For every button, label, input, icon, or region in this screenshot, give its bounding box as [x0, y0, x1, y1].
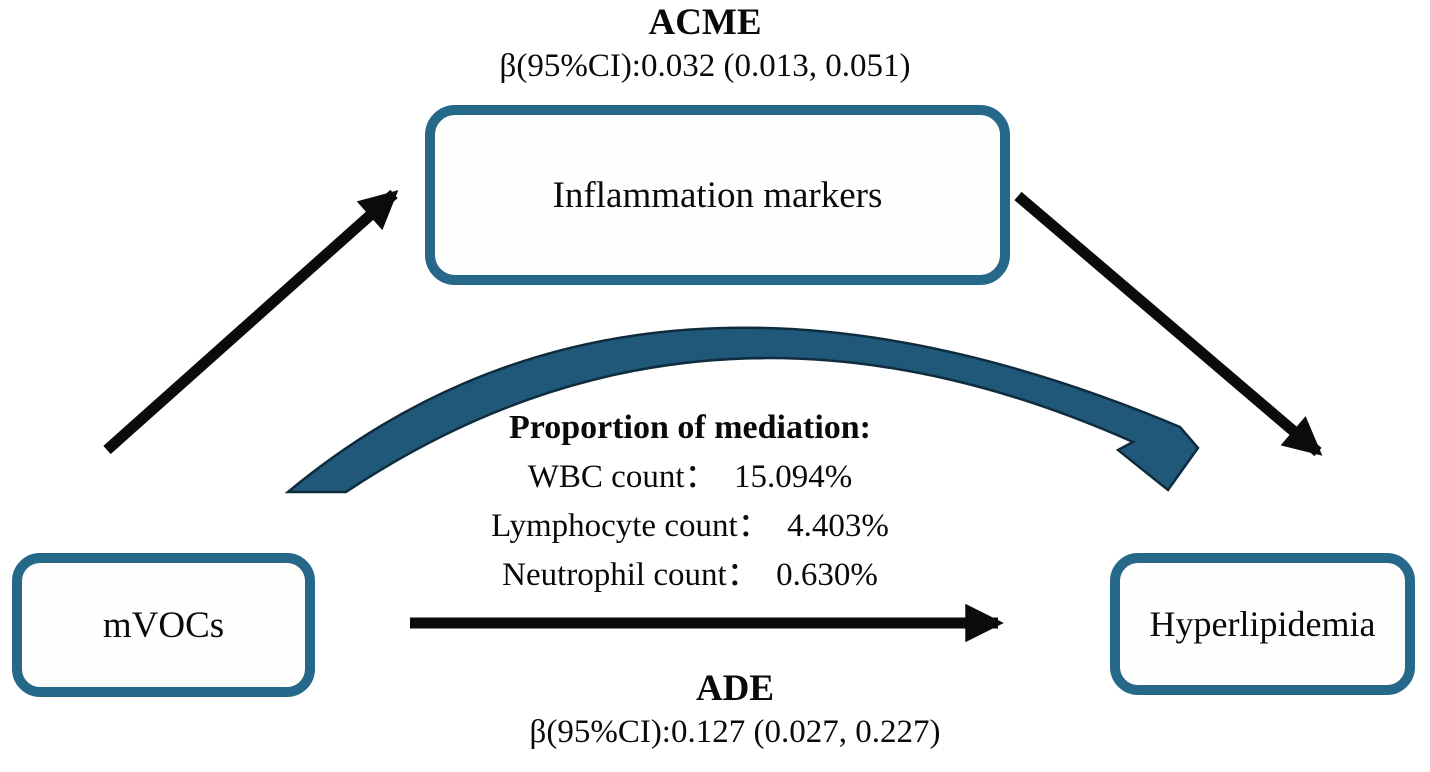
exposure-box-label: mVOCs — [102, 604, 225, 646]
proportion-of-mediation-block: Proportion of mediation: WBC count： 15.0… — [385, 403, 995, 600]
mediation-line-lymphocyte: Lymphocyte count： 4.403% — [491, 508, 889, 544]
acme-beta-estimate: β(95%CI):0.032 (0.013, 0.051) — [499, 48, 911, 84]
mediation-line-neutrophil: Neutrophil count： 0.630% — [502, 557, 878, 593]
mediator-box-label: Inflammation markers — [552, 174, 883, 216]
ade-block: ADE β(95%CI):0.127 (0.027, 0.227) — [435, 666, 1035, 752]
curved-indirect-arrow-icon — [284, 326, 1200, 494]
mediator-box: Inflammation markers — [425, 105, 1010, 285]
ade-beta-estimate: β(95%CI):0.127 (0.027, 0.227) — [529, 714, 941, 750]
mediation-title: Proportion of mediation: — [508, 409, 871, 446]
ade-title: ADE — [695, 668, 775, 709]
mediation-line-wbc: WBC count： 15.094% — [527, 459, 853, 495]
outcome-box-label: Hyperlipidemia — [1149, 604, 1376, 644]
acme-block: ACME β(95%CI):0.032 (0.013, 0.051) — [405, 0, 1005, 86]
arrow-exposure-to-mediator-icon — [103, 189, 399, 455]
acme-title: ACME — [648, 2, 762, 43]
outcome-box: Hyperlipidemia — [1110, 553, 1415, 695]
exposure-box: mVOCs — [12, 553, 315, 697]
arrow-mediator-to-outcome-icon — [1014, 191, 1323, 457]
